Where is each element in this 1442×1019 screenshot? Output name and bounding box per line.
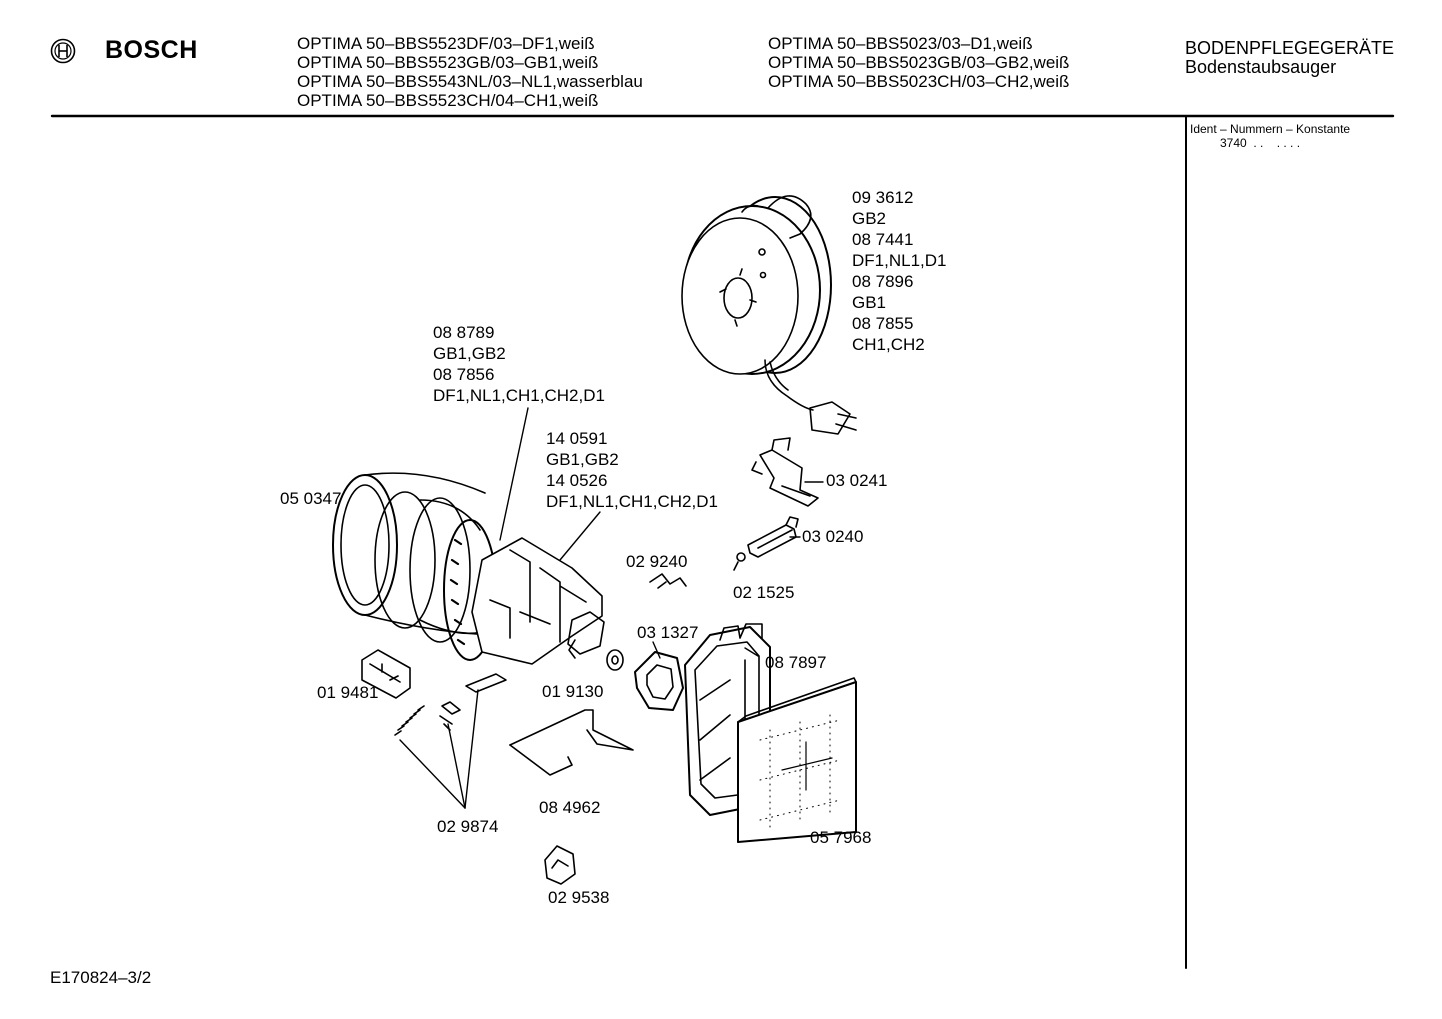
label-029240: 02 9240 bbox=[626, 552, 688, 571]
part-number: 08 7856 bbox=[433, 365, 495, 384]
model-line: OPTIMA 50–BBS5543NL/03–NL1,wasserblau bbox=[297, 72, 643, 91]
label-029874: 02 9874 bbox=[437, 817, 499, 836]
label-087897: 08 7897 bbox=[765, 653, 827, 672]
label-057968: 05 7968 bbox=[810, 828, 872, 847]
label-021525: 02 1525 bbox=[733, 583, 795, 602]
filter-pad-drawing bbox=[737, 677, 857, 843]
part-number: 14 0591 bbox=[546, 429, 608, 448]
motor-housing-drawing bbox=[332, 472, 497, 661]
motor-drawing bbox=[471, 537, 605, 665]
category-block: BODENPFLEGEGERÄTE Bodenstaubsauger bbox=[1185, 39, 1394, 77]
label-031327: 03 1327 bbox=[637, 623, 699, 642]
brand-name: BOSCH bbox=[105, 36, 198, 64]
part-variant: DF1,NL1,CH1,CH2,D1 bbox=[546, 492, 718, 511]
part-variant: DF1,NL1,CH1,CH2,D1 bbox=[433, 386, 605, 405]
clamp-drawing bbox=[751, 437, 819, 507]
model-line: OPTIMA 50–BBS5023CH/03–CH2,weiß bbox=[768, 72, 1070, 91]
model-line: OPTIMA 50–BBS5023/03–D1,weiß bbox=[768, 34, 1033, 53]
latch-clip-drawing bbox=[544, 845, 576, 885]
part-variant: GB1,GB2 bbox=[433, 344, 506, 363]
category-title: BODENPFLEGEGERÄTE bbox=[1185, 38, 1395, 58]
part-variant: GB2 bbox=[852, 209, 887, 228]
part-number: 14 0526 bbox=[546, 471, 608, 490]
part-number: 08 7896 bbox=[852, 272, 914, 291]
label-motor: 14 0591 GB1,GB2 14 0526 DF1,NL1,CH1,CH2,… bbox=[546, 428, 718, 512]
side-panel-title: Ident – Nummern – Konstante bbox=[1190, 122, 1351, 136]
side-panel-value: 3740 . . . . . . bbox=[1220, 136, 1301, 150]
model-list-1: OPTIMA 50–BBS5523DF/03–DF1,weiß OPTIMA 5… bbox=[297, 34, 643, 110]
part-number: 08 7855 bbox=[852, 314, 914, 333]
label-motor-housing: 08 8789 GB1,GB2 08 7856 DF1,NL1,CH1,CH2,… bbox=[433, 322, 605, 406]
model-line: OPTIMA 50–BBS5023GB/03–GB2,weiß bbox=[768, 53, 1070, 72]
label-030240: 03 0240 bbox=[802, 527, 864, 546]
part-variant: DF1,NL1,D1 bbox=[852, 251, 947, 270]
part-variant: GB1 bbox=[852, 293, 887, 312]
label-050347: 05 0347 bbox=[280, 489, 342, 508]
label-084962: 08 4962 bbox=[539, 798, 601, 817]
part-variant: CH1,CH2 bbox=[852, 335, 925, 354]
spring-bracket-drawing bbox=[509, 709, 634, 776]
wire-clip-drawing bbox=[649, 573, 687, 589]
carbon-brush-drawing bbox=[394, 673, 507, 736]
model-line: OPTIMA 50–BBS5523GB/03–GB1,weiß bbox=[297, 53, 599, 72]
side-panel: Ident – Nummern – Konstante 3740 . . . .… bbox=[1190, 122, 1350, 150]
label-019130: 01 9130 bbox=[542, 682, 604, 701]
part-number: 08 8789 bbox=[433, 323, 495, 342]
model-line: OPTIMA 50–BBS5523DF/03–DF1,weiß bbox=[297, 34, 595, 53]
model-line: OPTIMA 50–BBS5523CH/04–CH1,weiß bbox=[297, 91, 599, 110]
category-subtitle: Bodenstaubsauger bbox=[1185, 57, 1337, 77]
label-030241: 03 0241 bbox=[826, 471, 888, 490]
washer-drawing bbox=[606, 649, 624, 671]
fan-ring-drawing bbox=[634, 651, 684, 711]
doc-id: E170824–3/2 bbox=[50, 968, 152, 987]
part-number: 08 7441 bbox=[852, 230, 914, 249]
part-variant: GB1,GB2 bbox=[546, 450, 619, 469]
part-number: 09 3612 bbox=[852, 188, 914, 207]
leader-lines bbox=[399, 407, 824, 809]
label-019481: 01 9481 bbox=[317, 683, 379, 702]
small-spring-drawing bbox=[733, 552, 746, 571]
label-029538: 02 9538 bbox=[548, 888, 610, 907]
label-cable-reel: 09 3612 GB2 08 7441 DF1,NL1,D1 08 7896 G… bbox=[852, 187, 946, 355]
bosch-logo-icon bbox=[50, 38, 76, 64]
terminal-block-drawing bbox=[361, 649, 411, 699]
model-list-2: OPTIMA 50–BBS5023/03–D1,weiß OPTIMA 50–B… bbox=[768, 34, 1069, 91]
cable-reel-drawing bbox=[681, 195, 857, 435]
